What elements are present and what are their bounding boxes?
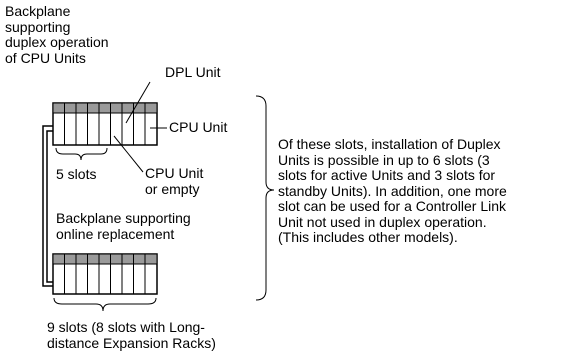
upper-backplane-slot-dividers [64, 103, 146, 145]
cpu-unit-label: CPU Unit [169, 119, 228, 135]
expansion-cable [42, 125, 53, 287]
right-brace [255, 95, 275, 301]
backplane-online-label: Backplane supporting online replacement [56, 210, 191, 242]
lower-backplane [52, 253, 158, 295]
dpl-unit-label: DPL Unit [165, 64, 221, 80]
pointer-lines [113, 81, 167, 173]
dpl-unit-pointer [125, 81, 151, 124]
cpu-unit-or-empty-pointer [113, 135, 144, 173]
upper-backplane [52, 102, 158, 146]
backplane-duplex-label: Backplane supporting duplex operation of… [5, 3, 109, 66]
cpu-unit-or-empty-label: CPU Unit or empty [145, 165, 204, 197]
lower-backplane-slot-dividers [64, 254, 146, 294]
lower-backplane-connector-strip [52, 253, 158, 265]
five-slots-brace [55, 147, 108, 161]
duplex-slot-note: Of these slots, installation of Duplex U… [278, 136, 507, 245]
five-slots-label: 5 slots [56, 166, 97, 182]
upper-backplane-connector-strip [52, 102, 158, 114]
nine-slots-label: 9 slots (8 slots with Long- distance Exp… [47, 319, 216, 351]
nine-slots-brace [53, 297, 157, 312]
